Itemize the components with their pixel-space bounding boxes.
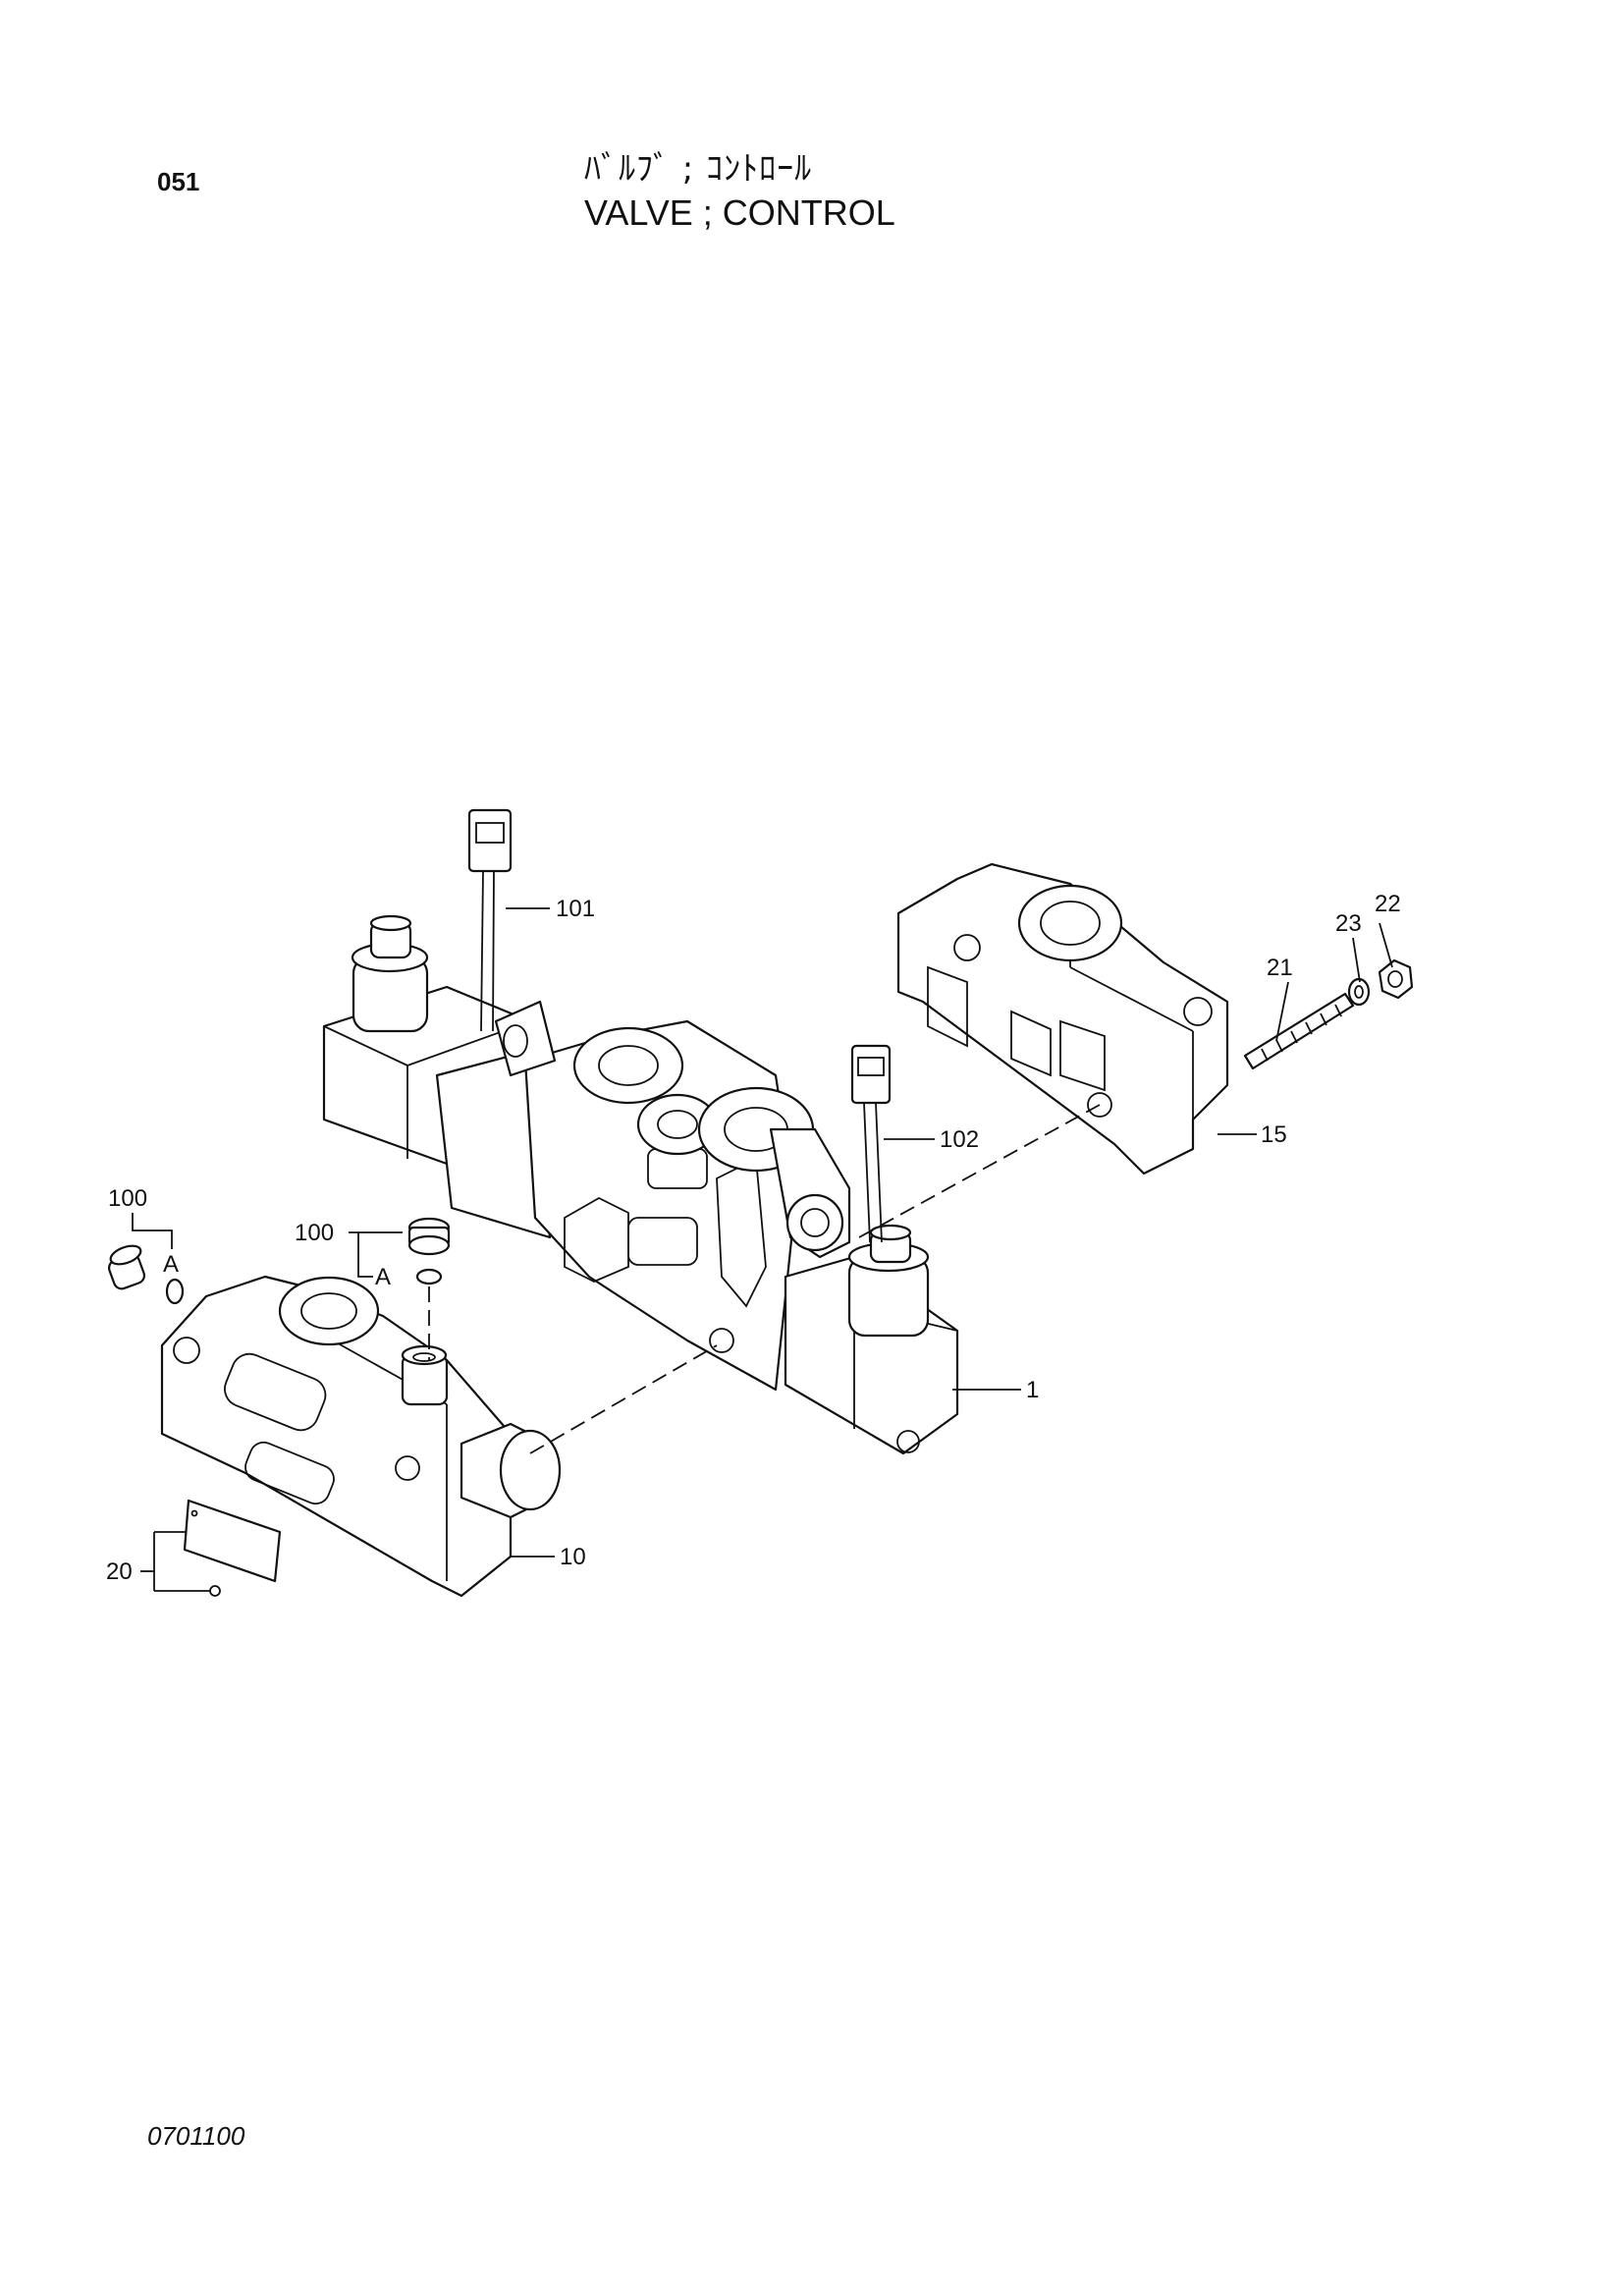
callout-100-left: 100 xyxy=(108,1185,147,1212)
callout-101: 101 xyxy=(556,896,595,922)
callout-21: 21 xyxy=(1267,955,1293,981)
reference-a-left: A xyxy=(163,1251,179,1278)
title-block: ﾊﾞﾙﾌﾞ ; ｺﾝﾄﾛｰﾙ VALVE ; CONTROL xyxy=(584,147,895,236)
washer-part-23 xyxy=(1347,977,1371,1007)
callout-1: 1 xyxy=(1026,1377,1039,1403)
connector-harness-part-101 xyxy=(467,808,513,1032)
nut-part-22 xyxy=(1378,958,1414,1000)
title-japanese: ﾊﾞﾙﾌﾞ ; ｺﾝﾄﾛｰﾙ xyxy=(584,149,813,189)
connector-harness-part-102 xyxy=(850,1044,892,1243)
valve-body-part-1 xyxy=(322,914,959,1455)
stud-bolt-part-21 xyxy=(1243,992,1355,1070)
plug-part-100-center xyxy=(407,1217,451,1285)
plug-part-100-left xyxy=(107,1244,185,1305)
reference-a-center: A xyxy=(375,1264,391,1290)
assembly-line-1-to-15 xyxy=(858,1104,1101,1238)
drawing-code: 0701100 xyxy=(147,2121,245,2151)
callout-10: 10 xyxy=(560,1544,586,1570)
callout-22: 22 xyxy=(1375,891,1401,917)
callout-100-center: 100 xyxy=(295,1220,334,1246)
title-english: VALVE ; CONTROL xyxy=(584,192,895,233)
callout-15: 15 xyxy=(1261,1121,1287,1148)
callout-102: 102 xyxy=(940,1126,979,1153)
end-cover-part-15 xyxy=(896,862,1229,1175)
name-plate-part-20 xyxy=(183,1499,282,1597)
callout-20: 20 xyxy=(106,1558,133,1585)
page-number: 051 xyxy=(157,167,200,196)
assembly-line-10-to-1 xyxy=(529,1344,718,1454)
callout-23: 23 xyxy=(1335,910,1362,937)
valve-section-part-10 xyxy=(160,1275,562,1598)
